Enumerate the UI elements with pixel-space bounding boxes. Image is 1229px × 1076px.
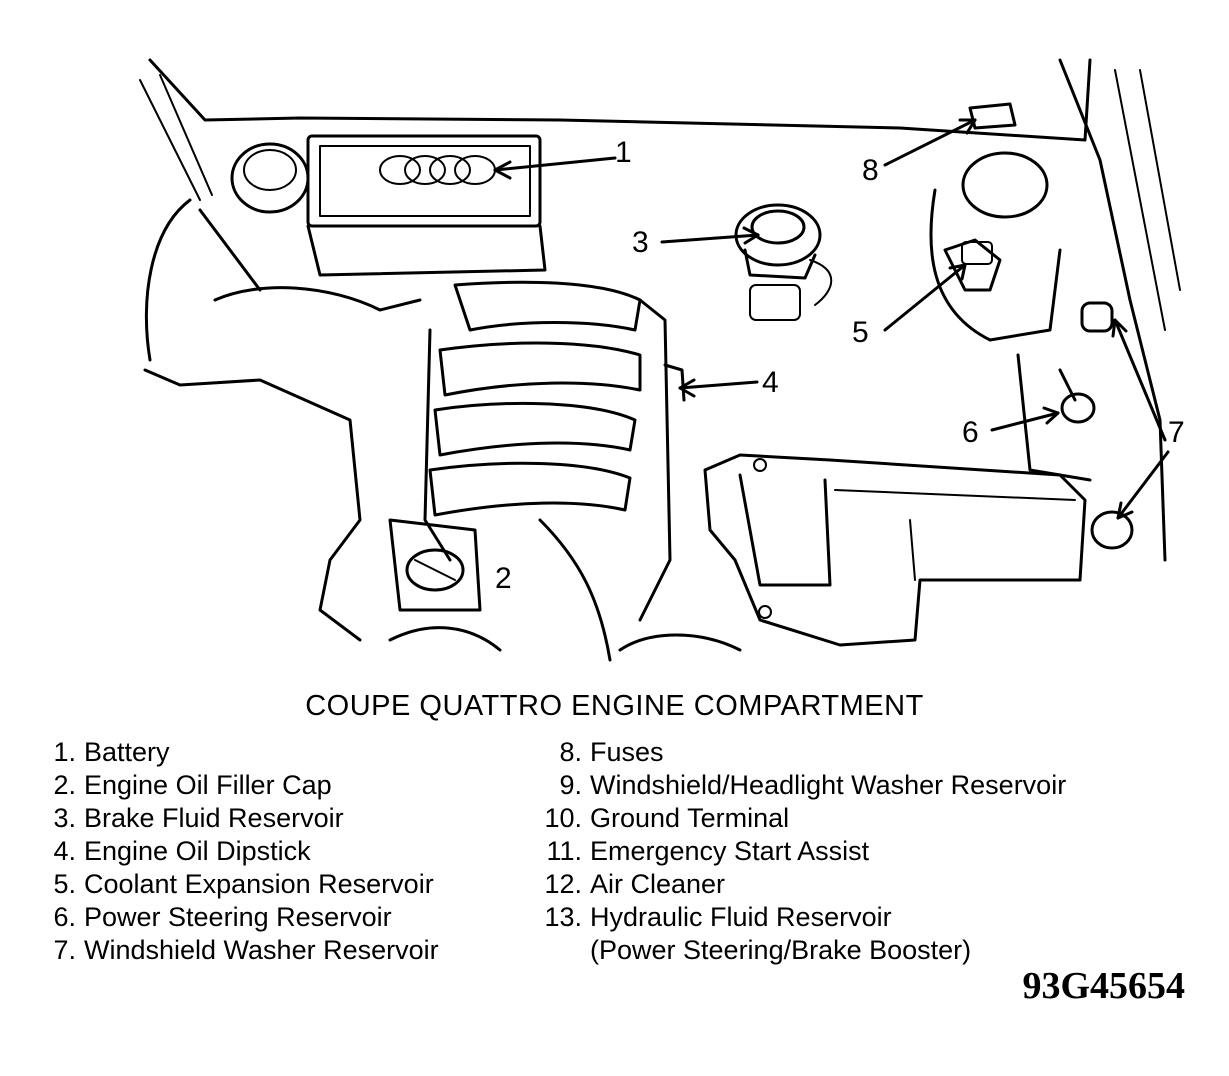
legend-item-number: 10. bbox=[544, 803, 582, 833]
callout-7: 7 bbox=[1168, 416, 1185, 449]
brake-fluid-reservoir-drawing bbox=[734, 203, 833, 321]
legend-item: 10. Ground Terminal bbox=[536, 802, 1216, 835]
legend-item-number: 13. bbox=[544, 902, 582, 932]
callout-leader-lines bbox=[493, 118, 1170, 520]
legend-item-number: 12. bbox=[544, 869, 582, 899]
legend-item-number: 6. bbox=[53, 902, 76, 932]
legend-left-column: 1. Battery 2. Engine Oil Filler Cap 3. Brak… bbox=[44, 736, 524, 967]
legend-item: 9. Windshield/Headlight Washer Reservoir bbox=[536, 769, 1216, 802]
oil-filler-cap-drawing bbox=[388, 518, 482, 612]
legend-item-number: 1. bbox=[53, 737, 76, 767]
legend-item-number: 7. bbox=[53, 935, 76, 965]
legend-item-label: Ground Terminal bbox=[590, 803, 790, 833]
legend-item-label: Hydraulic Fluid Reservoir bbox=[590, 902, 892, 932]
callout-4: 4 bbox=[762, 366, 779, 399]
power-steering-reservoir-drawing bbox=[1016, 353, 1096, 482]
callout-5: 5 bbox=[852, 316, 869, 349]
engine-compartment-drawing: 1 2 3 4 5 6 7 8 bbox=[139, 58, 1185, 662]
legend-item: 4. Engine Oil Dipstick bbox=[44, 835, 524, 868]
callout-6: 6 bbox=[962, 416, 979, 449]
legend-item-label: Emergency Start Assist bbox=[590, 836, 870, 866]
figure-id: 93G45654 bbox=[1022, 965, 1185, 1007]
intake-manifold-drawing bbox=[423, 280, 672, 622]
legend-item-number: 4. bbox=[53, 836, 76, 866]
legend-item-label: Windshield Washer Reservoir bbox=[84, 935, 439, 965]
legend-item-number: 5. bbox=[53, 869, 76, 899]
legend-item-number: 11. bbox=[546, 836, 582, 866]
legend-item-label: Fuses bbox=[590, 737, 664, 767]
callout-1: 1 bbox=[615, 136, 632, 169]
legend-item: 7. Windshield Washer Reservoir bbox=[44, 934, 524, 967]
callout-8: 8 bbox=[862, 154, 879, 187]
legend-item-label: Engine Oil Filler Cap bbox=[84, 770, 332, 800]
coolant-reservoir-drawing bbox=[943, 238, 1002, 292]
legend-item-number: 9. bbox=[559, 770, 582, 800]
legend-item: 1. Battery bbox=[44, 736, 524, 769]
legend-item: 13. Hydraulic Fluid Reservoir bbox=[536, 901, 1216, 934]
legend-item-label: Engine Oil Dipstick bbox=[84, 836, 311, 866]
legend-item-label: Air Cleaner bbox=[590, 869, 726, 899]
legend-item-continuation: (Power Steering/Brake Booster) bbox=[590, 935, 972, 965]
audi-rings-logo bbox=[379, 155, 496, 185]
legend-item-label: Coolant Expansion Reservoir bbox=[84, 869, 434, 899]
legend-item-label: Windshield/Headlight Washer Reservoir bbox=[590, 770, 1067, 800]
air-cleaner-drawing bbox=[703, 453, 1087, 647]
legend-item-label: Brake Fluid Reservoir bbox=[84, 803, 344, 833]
legend-item-number: 2. bbox=[53, 770, 76, 800]
legend-item-number: 3. bbox=[53, 803, 76, 833]
legend-item-number: 8. bbox=[559, 737, 582, 767]
callout-3: 3 bbox=[632, 226, 649, 259]
diagram-caption: COUPE QUATTRO ENGINE COMPARTMENT bbox=[305, 690, 924, 722]
callout-2: 2 bbox=[495, 562, 512, 595]
legend-item: 12. Air Cleaner bbox=[536, 868, 1216, 901]
legend-item: 11. Emergency Start Assist bbox=[536, 835, 1216, 868]
legend-item: 6. Power Steering Reservoir bbox=[44, 901, 524, 934]
legend-item: 8. Fuses bbox=[536, 736, 1216, 769]
legend-item-label: Power Steering Reservoir bbox=[84, 902, 392, 932]
legend-item: 5. Coolant Expansion Reservoir bbox=[44, 868, 524, 901]
legend-item-label: Battery bbox=[84, 737, 170, 767]
legend-item: 3. Brake Fluid Reservoir bbox=[44, 802, 524, 835]
battery-box bbox=[306, 134, 542, 228]
legend-item: 2. Engine Oil Filler Cap bbox=[44, 769, 524, 802]
legend-right-column: 8. Fuses 9. Windshield/Headlight Washer Re… bbox=[536, 736, 1216, 967]
